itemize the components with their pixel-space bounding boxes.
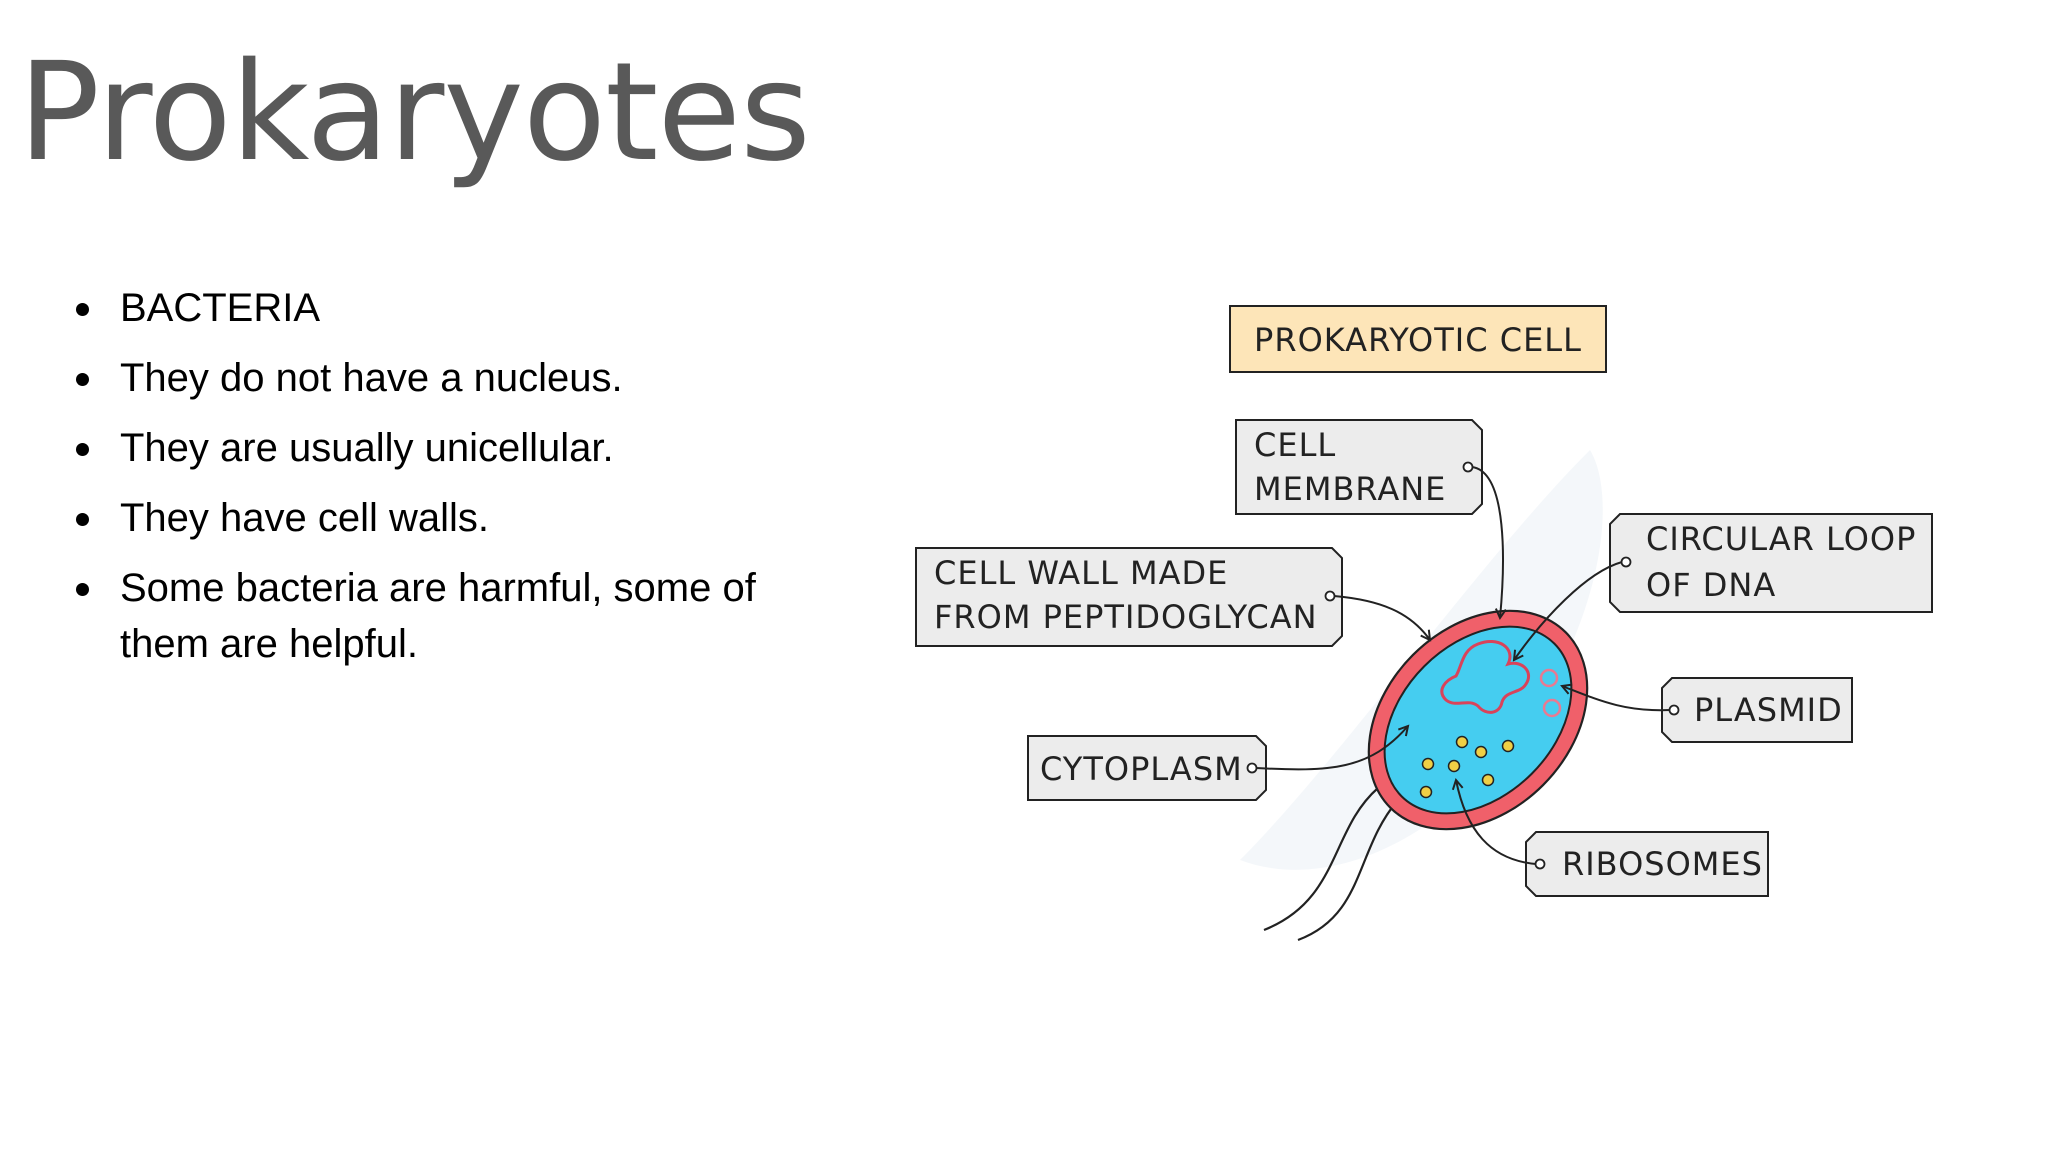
label-cytoplasm: CYTOPLASM: [1027, 726, 1408, 801]
label-text: PLASMID: [1694, 691, 1843, 729]
bullet-item: They have cell walls.: [72, 490, 792, 546]
plasmid-shapes: [1539, 668, 1562, 718]
label-tag: [1661, 677, 1853, 743]
label-line: CIRCULAR LOOP: [1646, 520, 1916, 558]
heading-box: [1229, 305, 1607, 373]
heading-text: PROKARYOTIC CELL: [1254, 321, 1582, 359]
label-text: RIBOSOMES: [1562, 845, 1763, 883]
bullet-dot-icon: [76, 303, 89, 316]
slide-title: Prokaryotes: [18, 34, 811, 192]
label-plasmid: PLASMID: [1562, 677, 1853, 743]
bullet-item: They are usually unicellular.: [72, 420, 792, 476]
ribosome-dots: [1419, 735, 1515, 799]
bullet-dot-icon: [76, 583, 89, 596]
bullet-dot-icon: [76, 513, 89, 526]
label-ribosomes: RIBOSOMES: [1456, 780, 1769, 897]
label-tag: [1525, 831, 1769, 897]
bullet-text: They do not have a nucleus.: [120, 356, 623, 400]
diagram-heading: PROKARYOTIC CELL: [1229, 305, 1607, 373]
bullet-item: BACTERIA: [72, 280, 792, 336]
bullet-text: BACTERIA: [120, 286, 321, 330]
bacterium-cell: [1367, 609, 1589, 831]
label-cell-wall: CELL WALL MADE FROM PEPTIDOGLYCAN: [915, 547, 1430, 647]
label-tag: [1609, 513, 1933, 613]
bullet-text: Some bacteria are harmful, some of them …: [120, 566, 756, 666]
bullet-list: BACTERIA They do not have a nucleus. The…: [72, 280, 792, 686]
label-line: MEMBRANE: [1254, 470, 1446, 508]
bullet-dot-icon: [76, 373, 89, 386]
label-tag: [1235, 419, 1483, 515]
label-line: CELL: [1254, 426, 1336, 464]
bullet-dot-icon: [76, 443, 89, 456]
dna-loop-shape: [1440, 640, 1531, 714]
label-text: CYTOPLASM: [1040, 750, 1243, 788]
label-tag: [915, 547, 1343, 647]
flagellum: [1263, 787, 1399, 942]
bullet-item: They do not have a nucleus.: [72, 350, 792, 406]
bullet-item: Some bacteria are harmful, some of them …: [72, 560, 792, 672]
label-cell-membrane: CELL MEMBRANE: [1235, 419, 1503, 618]
label-tag: [1027, 735, 1267, 801]
label-line: OF DNA: [1646, 566, 1776, 604]
label-line: FROM PEPTIDOGLYCAN: [934, 598, 1318, 636]
bullet-text: They have cell walls.: [120, 496, 490, 540]
label-dna-loop: CIRCULAR LOOP OF DNA: [1514, 513, 1933, 660]
label-line: CELL WALL MADE: [934, 554, 1228, 592]
bullet-text: They are usually unicellular.: [120, 426, 614, 470]
prokaryotic-cell-diagram: PROKARYOTIC CELL CELL MEMBRANE: [915, 305, 1933, 942]
